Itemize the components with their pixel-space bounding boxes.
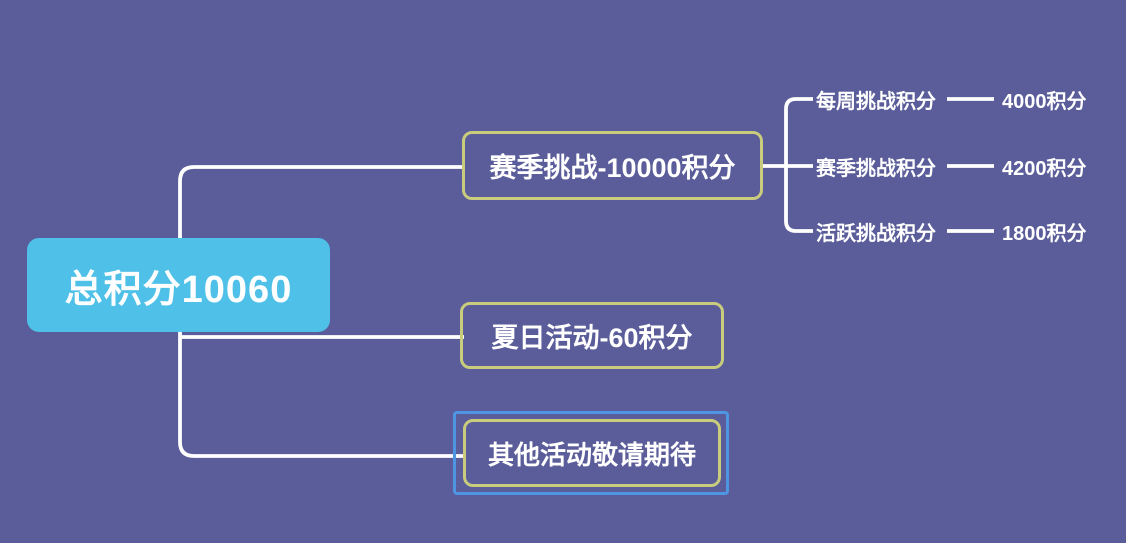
selection-rectangle	[453, 411, 729, 495]
leaf-label-active-challenge[interactable]: 活跃挑战积分	[816, 222, 936, 245]
connector-subtree-trunk	[784, 97, 813, 233]
leaf-label-weekly-challenge[interactable]: 每周挑战积分	[816, 90, 936, 113]
branch-node-summer-activity[interactable]: 夏日活动-60积分	[460, 302, 724, 369]
branch-node-other-activity[interactable]: 其他活动敬请期待	[463, 419, 721, 487]
leaf-label-season-challenge[interactable]: 赛季挑战积分	[816, 157, 936, 180]
branch-node-season-challenge[interactable]: 赛季挑战-10000积分	[462, 131, 763, 200]
leaf-value-season-challenge[interactable]: 4200积分	[1002, 157, 1087, 180]
leaf-value-weekly-challenge[interactable]: 4000积分	[1002, 90, 1087, 113]
leaf-value-active-challenge[interactable]: 1800积分	[1002, 222, 1087, 245]
root-node-total-points[interactable]: 总积分10060	[27, 238, 330, 332]
